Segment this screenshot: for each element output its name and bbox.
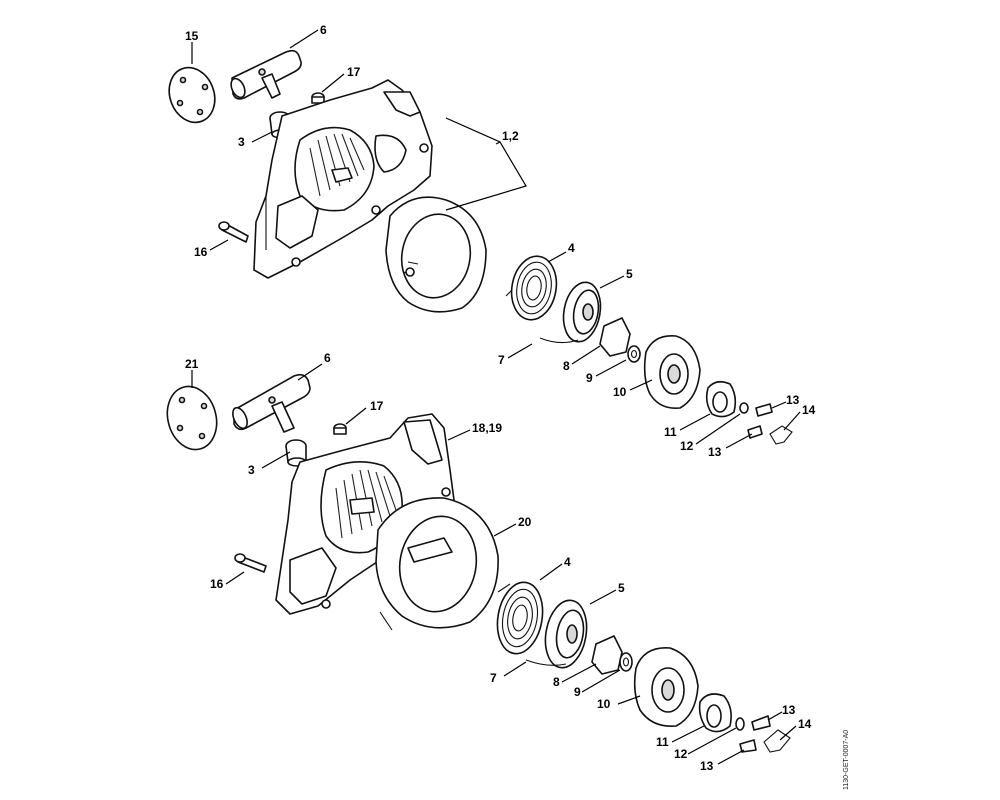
callout-washer-small: 12	[680, 439, 694, 453]
callout-housing: 1,2	[502, 129, 519, 143]
callout-handle: 6	[320, 23, 327, 37]
screw-b	[739, 739, 757, 753]
callout-rope-rotor: 5	[626, 267, 633, 281]
callout-grommet: 3	[238, 135, 245, 149]
callout-housing: 18,19	[472, 421, 502, 435]
starter-handle	[232, 373, 311, 433]
screw-a	[751, 715, 771, 731]
washer-small	[735, 717, 745, 731]
callout-screw-top: 17	[370, 399, 384, 413]
hub	[698, 693, 732, 733]
clip	[769, 425, 793, 445]
callout-screw-side: 16	[194, 245, 208, 259]
screw-b	[747, 425, 763, 439]
starter-housing	[275, 413, 455, 615]
callout-washer: 9	[574, 685, 581, 699]
callout-hub: 11	[664, 425, 677, 439]
callout-screw-a: 13	[786, 393, 800, 407]
washer	[619, 652, 633, 672]
rewind-spring	[505, 255, 558, 321]
callout-spring-clip: 7	[498, 353, 505, 367]
callout-grommet: 3	[248, 463, 255, 477]
spring-clip	[525, 659, 567, 666]
rope-rotor	[562, 281, 602, 343]
callout-decal: 21	[185, 357, 199, 371]
callout-pawl: 8	[563, 359, 570, 373]
callout-handle: 6	[324, 351, 331, 365]
fan-shroud-bottom	[375, 497, 499, 631]
leader-lines-top	[191, 29, 801, 449]
bottom-assembly	[166, 363, 797, 765]
callout-rope-rotor: 5	[618, 581, 625, 595]
callout-hub: 11	[656, 735, 669, 749]
callout-decal: 15	[185, 29, 199, 43]
callout-screw-a: 13	[782, 703, 796, 717]
rewind-spring	[496, 581, 544, 655]
screw-top	[311, 92, 325, 104]
fan-wheel	[633, 647, 699, 727]
callout-screw-b: 13	[700, 759, 714, 773]
callout-screw-b: 13	[708, 445, 722, 459]
pawl	[599, 317, 631, 357]
washer	[627, 345, 641, 363]
callout-spring-clip: 7	[490, 671, 497, 685]
callout-fan-wheel: 10	[597, 697, 611, 711]
screw-top	[333, 423, 347, 435]
callouts-top: 15 6 3 17 1,2 16 4 5 7 8 9 10 11 12 13 1…	[185, 23, 816, 459]
hub	[705, 380, 737, 418]
screw-a	[755, 403, 773, 417]
callout-shroud: 20	[518, 515, 532, 529]
callouts-bottom: 21 6 3 17 18,19 20 16 4 5 7 8 9 10 11 12…	[185, 351, 812, 773]
document-id: 1130-GET-0007-A0	[843, 730, 850, 790]
starter-housing	[253, 79, 433, 279]
fan-shroud-top	[385, 196, 487, 313]
callout-washer-small: 12	[674, 747, 688, 761]
callout-spring: 4	[568, 241, 575, 255]
fan-wheel	[643, 335, 701, 410]
leader-lines-bottom	[191, 363, 797, 765]
callout-clip: 14	[802, 403, 816, 417]
callout-screw-side: 16	[210, 577, 224, 591]
decal-disc	[168, 66, 216, 124]
top-assembly	[168, 29, 801, 449]
starter-handle	[230, 49, 302, 100]
callout-pawl: 8	[553, 675, 560, 689]
callout-screw-top: 17	[347, 65, 361, 79]
clip	[763, 729, 791, 753]
spring-clip	[539, 337, 579, 344]
callout-washer: 9	[586, 371, 593, 385]
screw-side	[234, 553, 267, 573]
pawl	[591, 635, 623, 675]
callout-spring: 4	[564, 555, 571, 569]
callout-clip: 14	[798, 717, 812, 731]
rope-rotor	[544, 599, 588, 669]
callout-fan-wheel: 10	[613, 385, 627, 399]
screw-side	[218, 221, 249, 243]
decal-disc	[166, 385, 218, 451]
washer-small	[739, 402, 749, 414]
